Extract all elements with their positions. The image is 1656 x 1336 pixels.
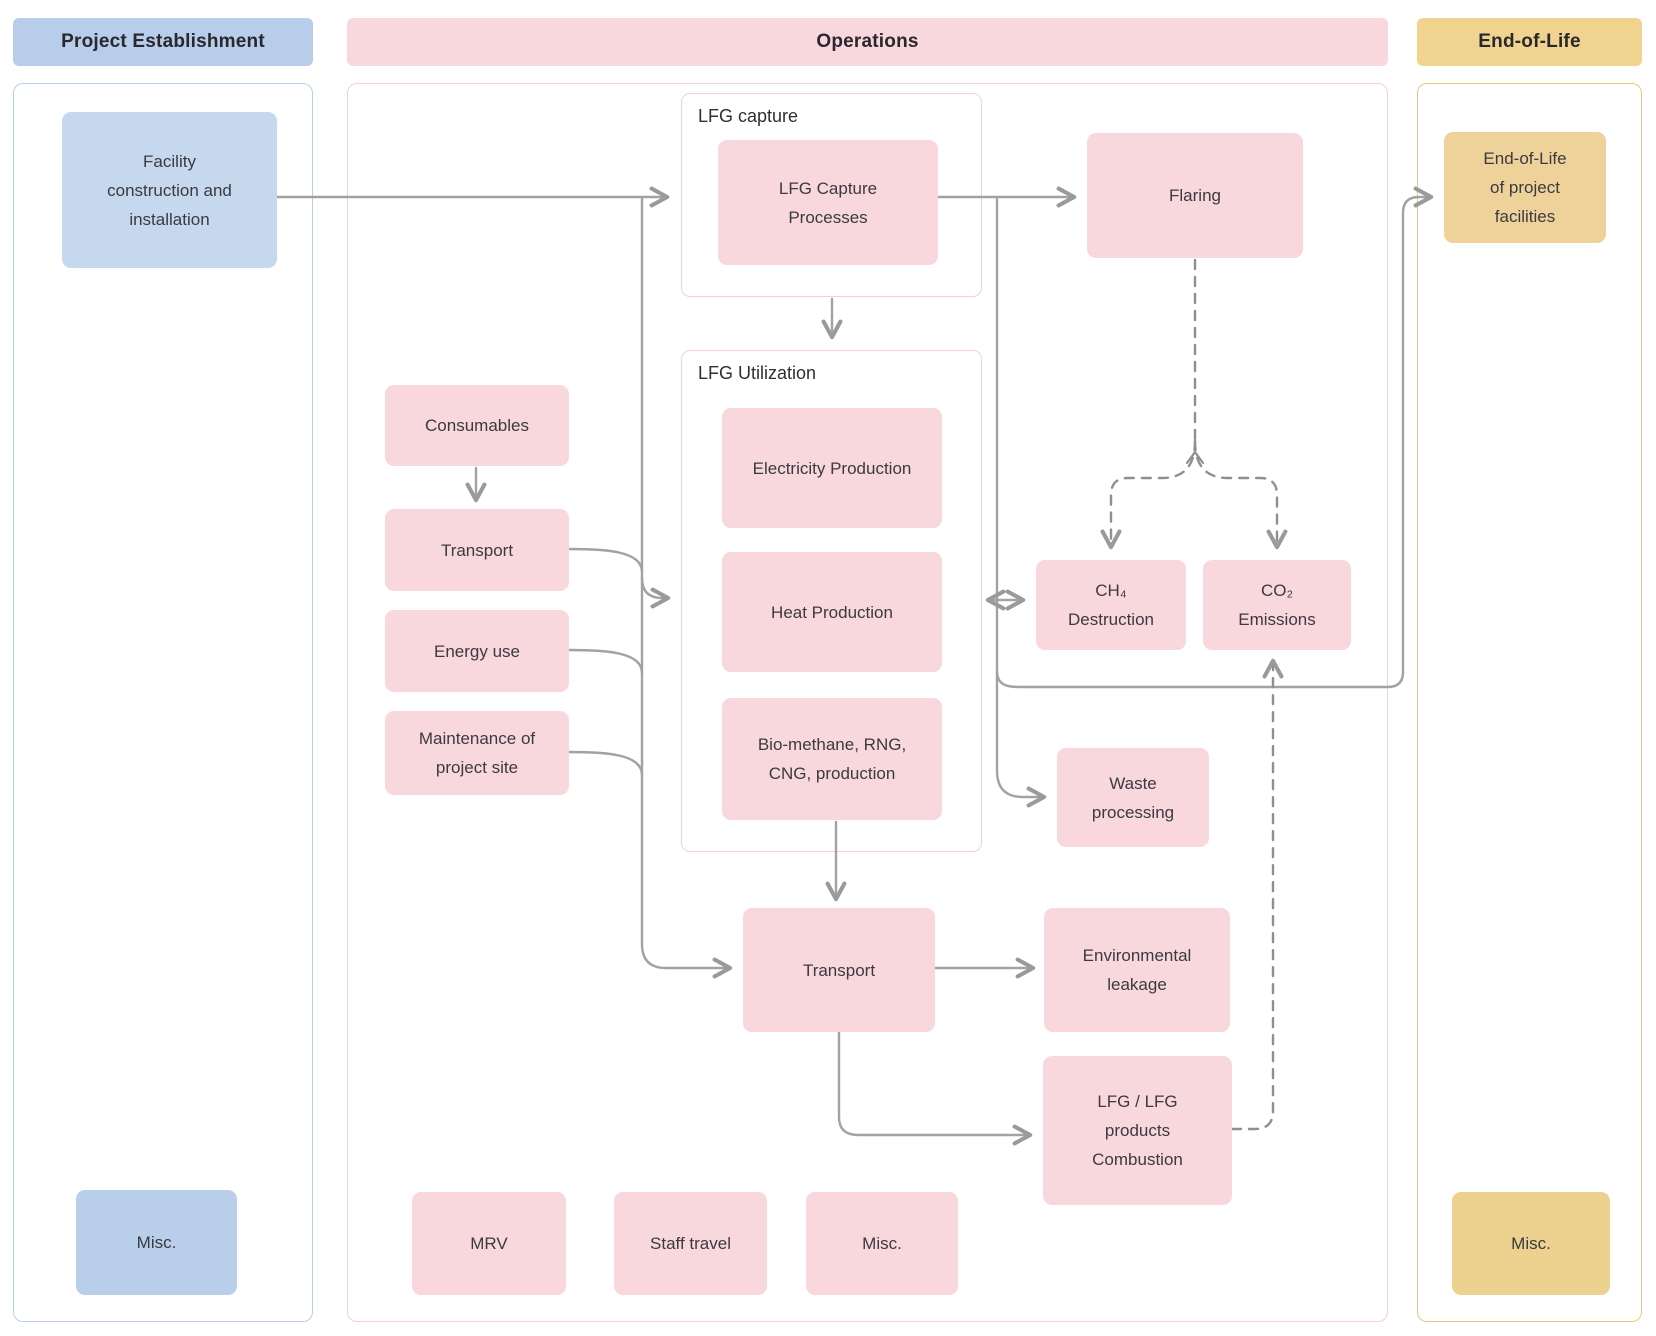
node-mrv[interactable]: MRV: [412, 1192, 566, 1295]
node-misc-project-establishment[interactable]: Misc.: [76, 1190, 237, 1295]
node-energy-use[interactable]: Energy use: [385, 610, 569, 692]
node-lfg-combustion[interactable]: LFG / LFG products Combustion: [1043, 1056, 1232, 1205]
node-ch4-destruction[interactable]: CH₄ Destruction: [1036, 560, 1186, 650]
lane-end-of-life: [1417, 83, 1642, 1322]
node-maintenance[interactable]: Maintenance of project site: [385, 711, 569, 795]
lane-project-establishment: [13, 83, 313, 1322]
node-waste-processing[interactable]: Waste processing: [1057, 748, 1209, 847]
node-co2-emissions[interactable]: CO₂ Emissions: [1203, 560, 1351, 650]
node-heat-production[interactable]: Heat Production: [722, 552, 942, 672]
lane-header-project-establishment: Project Establishment: [13, 18, 313, 66]
node-staff-travel[interactable]: Staff travel: [614, 1192, 767, 1295]
node-transport-in[interactable]: Transport: [385, 509, 569, 591]
node-misc-end-of-life[interactable]: Misc.: [1452, 1192, 1610, 1295]
lane-header-operations: Operations: [347, 18, 1388, 66]
node-eol-facilities[interactable]: End-of-Life of project facilities: [1444, 132, 1606, 243]
node-consumables[interactable]: Consumables: [385, 385, 569, 466]
lane-operations: [347, 83, 1388, 1322]
node-misc-operations[interactable]: Misc.: [806, 1192, 958, 1295]
group-lfg-capture: LFG capture: [681, 93, 982, 297]
node-lfg-capture-processes[interactable]: LFG Capture Processes: [718, 140, 938, 265]
group-lfg-utilization-label: LFG Utilization: [698, 363, 817, 383]
node-transport-out[interactable]: Transport: [743, 908, 935, 1032]
lane-header-end-of-life: End-of-Life: [1417, 18, 1642, 66]
node-biomethane-production[interactable]: Bio-methane, RNG, CNG, production: [722, 698, 942, 820]
node-electricity-production[interactable]: Electricity Production: [722, 408, 942, 528]
node-flaring[interactable]: Flaring: [1087, 133, 1303, 258]
node-environmental-leakage[interactable]: Environmental leakage: [1044, 908, 1230, 1032]
group-lfg-capture-label: LFG capture: [698, 106, 799, 126]
node-facility-construction[interactable]: Facility construction and installation: [62, 112, 277, 268]
